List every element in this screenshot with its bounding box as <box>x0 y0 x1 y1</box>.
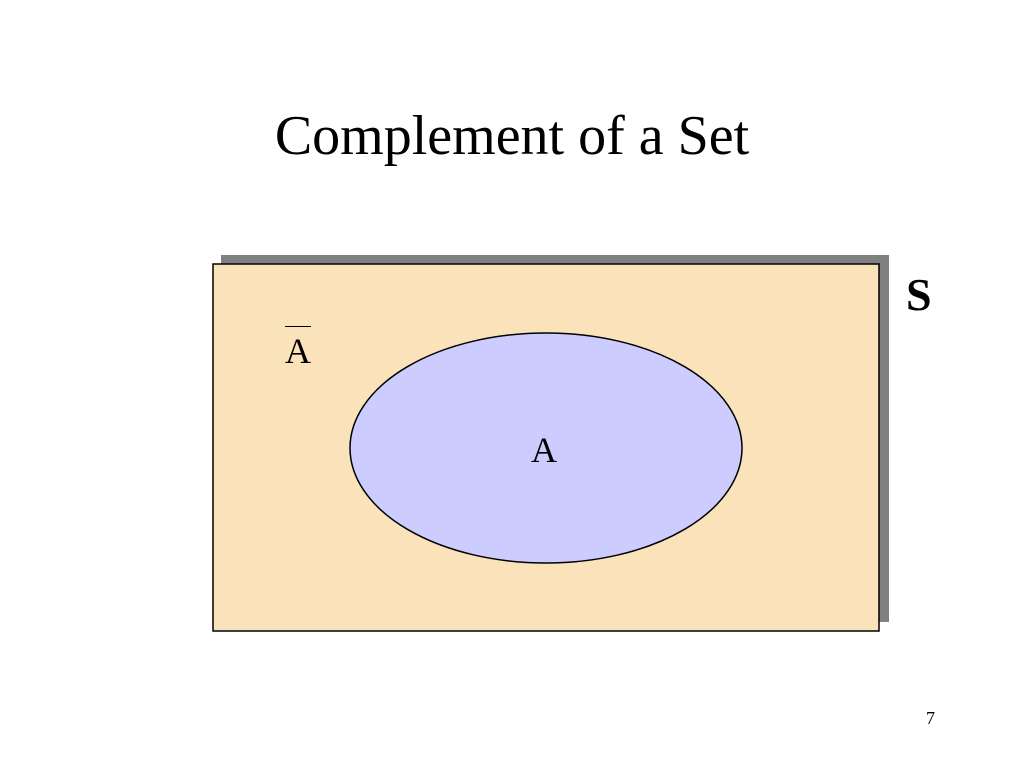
slide-title: Complement of a Set <box>274 105 750 167</box>
set-a-label: A <box>531 430 557 470</box>
complement-label: A <box>285 326 311 373</box>
set-a-ellipse <box>349 332 743 564</box>
complement-letter: A <box>285 326 311 373</box>
page-number: 7 <box>926 708 935 728</box>
universe-label: S <box>906 269 932 320</box>
